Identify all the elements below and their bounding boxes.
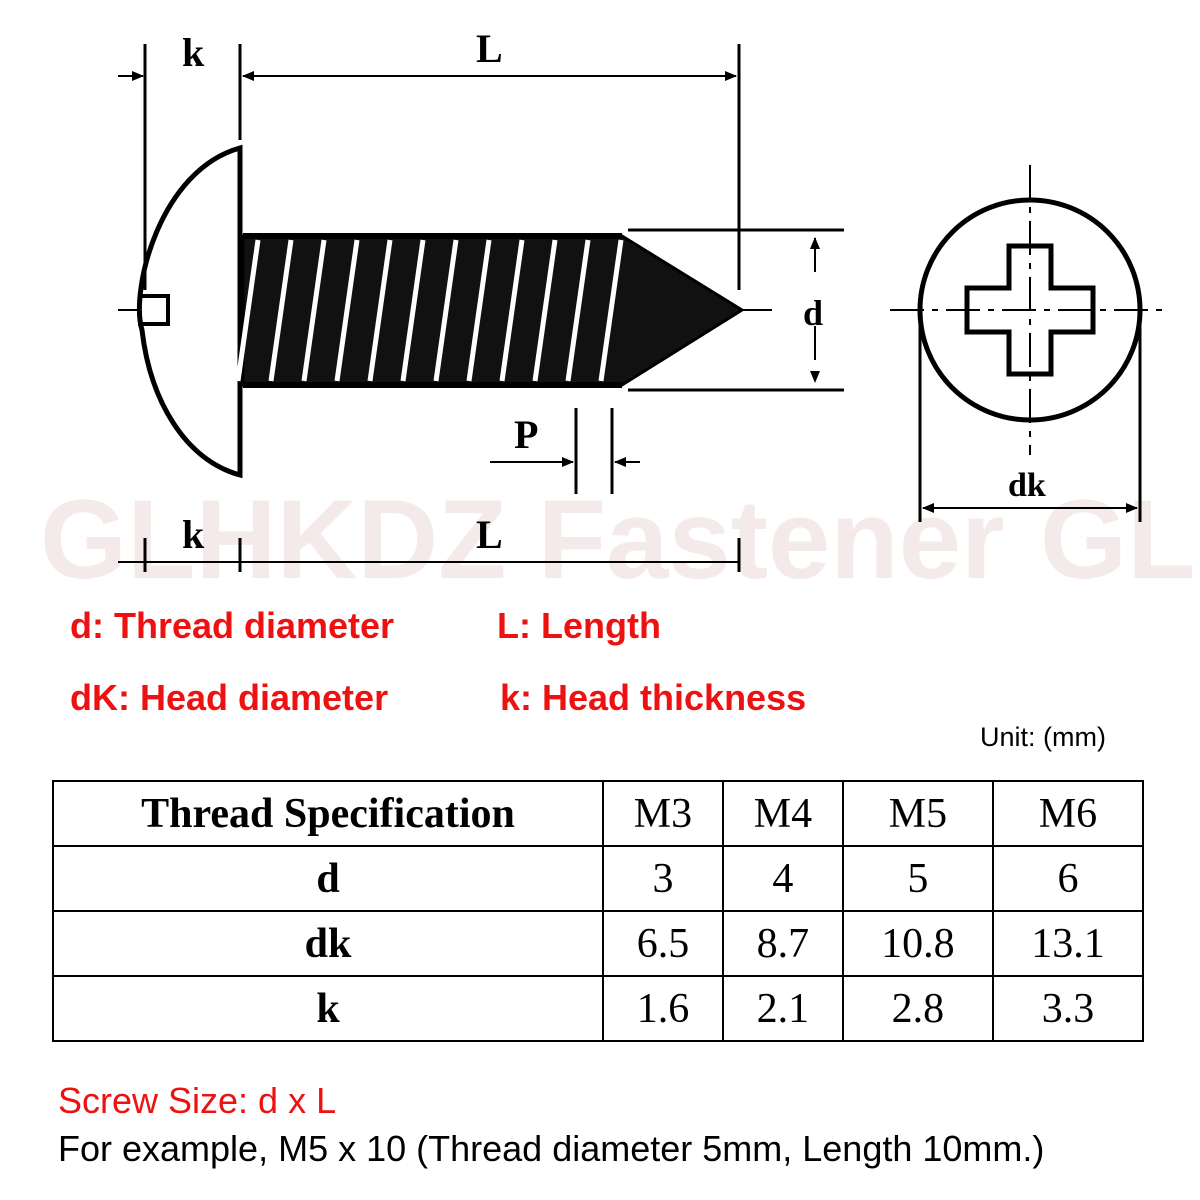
dim-d: d	[803, 293, 823, 333]
head-slot	[138, 294, 170, 326]
legend-k: k: Head thickness	[500, 677, 807, 718]
watermark-text-cut: GL	[1040, 477, 1196, 600]
table-header-cell: M5	[841, 780, 994, 847]
table-header-cell: M3	[602, 780, 724, 847]
thread-line	[499, 239, 525, 382]
threaded-shank	[235, 233, 745, 388]
legend-L: L: Length	[497, 605, 661, 646]
screw-diagram: GLHKDZ Fastener GL k L d P k L	[40, 26, 1196, 600]
table-cell: 1.6	[602, 975, 724, 1042]
table-row: d 3 4 5 6	[52, 845, 1145, 912]
head-top-view	[890, 165, 1170, 455]
table-row: dk 6.5 8.7 10.8 13.1	[52, 910, 1145, 977]
table-cell: 3	[602, 845, 724, 912]
example-note: For example, M5 x 10 (Thread diameter 5m…	[58, 1128, 1045, 1169]
table-row: k 1.6 2.1 2.8 3.3	[52, 975, 1145, 1042]
thread-line	[367, 239, 393, 382]
thread-line	[334, 239, 360, 382]
thread-line	[598, 239, 624, 382]
watermark-text: GLHKDZ Fastener	[40, 477, 1005, 600]
table-cell: 3.3	[991, 975, 1145, 1042]
table-header-cell: M4	[721, 780, 844, 847]
thread-line	[466, 239, 492, 382]
dim-L-top: L	[476, 26, 503, 71]
spec-table: Thread Specification M3 M4 M5 M6 d 3 4 5…	[52, 780, 1145, 1042]
dim-k-bottom: k	[182, 512, 205, 557]
legend-dk: dK: Head diameter	[70, 677, 389, 718]
table-cell: 6	[991, 845, 1145, 912]
thread-line	[235, 239, 261, 382]
dim-k-top: k	[182, 30, 205, 75]
thread-line	[532, 239, 558, 382]
table-cell: 8.7	[721, 910, 844, 977]
legend-d: d: Thread diameter	[70, 605, 395, 646]
table-cell: 13.1	[991, 910, 1145, 977]
table-cell: 6.5	[602, 910, 724, 977]
dim-L-bottom: L	[476, 512, 503, 557]
table-row-label: d	[52, 845, 604, 912]
table-cell: 4	[721, 845, 844, 912]
table-cell: 10.8	[841, 910, 994, 977]
dim-P: P	[514, 412, 538, 457]
table-cell: 5	[841, 845, 994, 912]
thread-line	[433, 239, 459, 382]
thread-line	[268, 239, 294, 382]
unit-label: Unit: (mm)	[980, 722, 1106, 752]
thread-line	[565, 239, 591, 382]
thread-line	[400, 239, 426, 382]
table-cell: 2.1	[721, 975, 844, 1042]
thread-line	[301, 239, 327, 382]
dim-dk: dk	[1008, 467, 1046, 504]
table-cell: 2.8	[841, 975, 994, 1042]
table-header-row: Thread Specification M3 M4 M5 M6	[52, 780, 1145, 847]
table-row-label: k	[52, 975, 604, 1042]
table-row-label: dk	[52, 910, 604, 977]
screw-head	[136, 144, 243, 479]
table-header-cell: M6	[991, 780, 1145, 847]
table-header-cell: Thread Specification	[52, 780, 604, 847]
screw-size-note: Screw Size: d x L	[58, 1080, 337, 1121]
phillips-cross	[964, 243, 1096, 377]
